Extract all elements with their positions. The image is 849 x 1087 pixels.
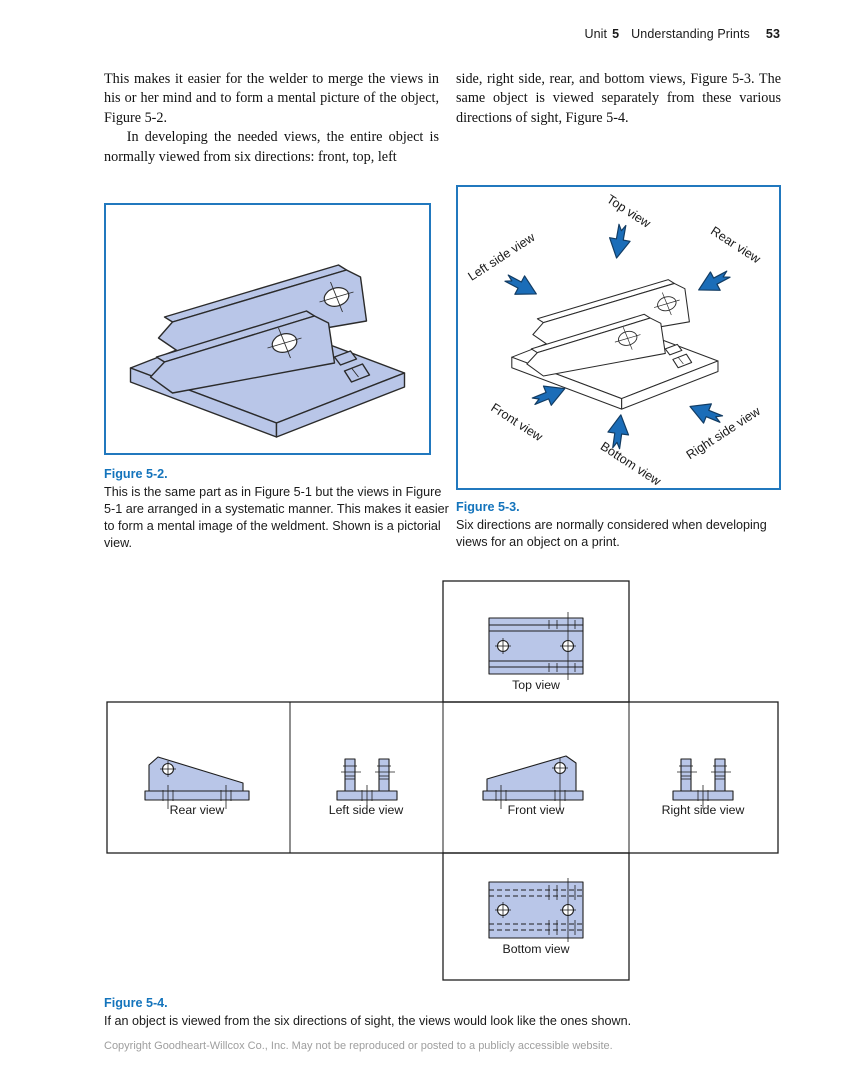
left-side-view-label: Left side view bbox=[465, 230, 538, 284]
figure-5-2-box bbox=[104, 203, 431, 455]
rear-view-caption: Rear view bbox=[170, 803, 225, 817]
paragraph: side, right side, rear, and bottom views… bbox=[456, 71, 781, 126]
right-side-view-drawing: Right side view bbox=[662, 758, 745, 817]
figure-5-4-caption: If an object is viewed from the six dire… bbox=[104, 1014, 632, 1028]
figure-5-3-caption-block: Figure 5-3. Six directions are normally … bbox=[456, 499, 788, 551]
page-header: Unit 5 Understanding Prints 53 bbox=[104, 27, 780, 41]
front-view-drawing: Front view bbox=[482, 755, 584, 817]
rear-view-label: Rear view bbox=[708, 224, 764, 267]
right-side-view-arrow-icon bbox=[685, 396, 726, 430]
figure-5-3-caption: Six directions are normally considered w… bbox=[456, 518, 767, 549]
page-number: 53 bbox=[765, 27, 780, 41]
front-view-label: Front view bbox=[488, 400, 545, 444]
top-view-label: Top view bbox=[604, 192, 654, 231]
right-side-view-caption: Right side view bbox=[662, 803, 745, 817]
left-side-view-caption: Left side view bbox=[329, 803, 404, 817]
section-title: Understanding Prints bbox=[631, 27, 750, 41]
figure-5-2-caption: This is the same part as in Figure 5-1 b… bbox=[104, 485, 449, 550]
rear-view-arrow-icon bbox=[693, 264, 734, 300]
figure-5-3-label: Figure 5-3. bbox=[456, 500, 520, 514]
left-side-view-arrow-icon bbox=[501, 268, 542, 304]
bottom-view-label: Bottom view bbox=[598, 439, 664, 488]
figure-5-2-label: Figure 5-2. bbox=[104, 467, 168, 481]
six-directions-drawing: Top view Rear view Left side view Front … bbox=[465, 192, 764, 488]
figure-5-4-caption-block: Figure 5-4. If an object is viewed from … bbox=[104, 995, 794, 1030]
figure-5-4-label: Figure 5-4. bbox=[104, 996, 168, 1010]
bottom-view-caption: Bottom view bbox=[503, 942, 570, 956]
copyright-notice: Copyright Goodheart-Willcox Co., Inc. Ma… bbox=[104, 1040, 613, 1052]
left-side-view-drawing: Left side view bbox=[329, 758, 404, 817]
bottom-view-drawing: Bottom view bbox=[488, 878, 584, 956]
figure-5-2-caption-block: Figure 5-2. This is the same part as in … bbox=[104, 466, 452, 552]
body-column-right: side, right side, rear, and bottom views… bbox=[456, 70, 781, 128]
top-view-caption: Top view bbox=[512, 678, 560, 692]
paragraph: This makes it easier for the welder to m… bbox=[104, 71, 439, 126]
body-column-left: This makes it easier for the welder to m… bbox=[104, 70, 439, 167]
unit-number: 5 bbox=[612, 27, 620, 41]
unit-label: Unit bbox=[584, 27, 608, 41]
orthographic-views-drawing: Top view Rear view bbox=[106, 580, 779, 981]
figure-5-3-box: Top view Rear view Left side view Front … bbox=[456, 185, 781, 490]
rear-view-drawing: Rear view bbox=[144, 756, 250, 817]
paragraph: In developing the needed views, the enti… bbox=[104, 129, 439, 165]
bottom-view-cell bbox=[442, 852, 630, 981]
weldment-pictorial-drawing bbox=[129, 264, 406, 438]
top-view-drawing: Top view bbox=[488, 612, 584, 692]
top-view-arrow-icon bbox=[605, 222, 634, 261]
figure-5-4-box: Top view Rear view bbox=[105, 578, 781, 982]
front-view-caption: Front view bbox=[508, 803, 565, 817]
